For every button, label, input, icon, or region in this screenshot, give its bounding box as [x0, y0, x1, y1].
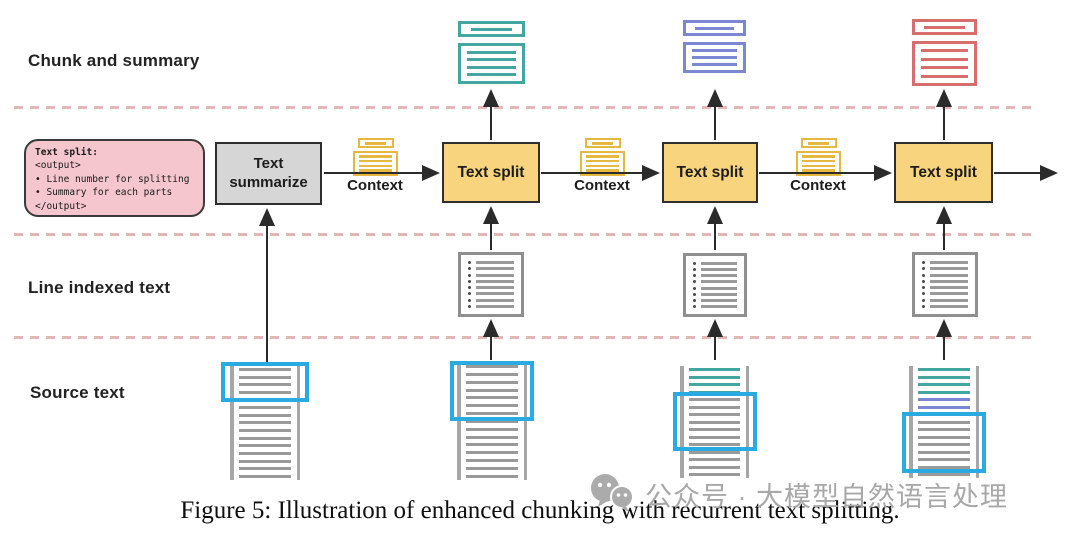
- dashed-separator-1: [14, 106, 1037, 109]
- wechat-icon: [591, 474, 634, 512]
- context-icon-title: [800, 138, 837, 148]
- watermark-text: 公众号 · 大模型自然语言处理: [645, 481, 1008, 512]
- chunk-title-bar: [683, 20, 746, 36]
- source-text-document-icon: [457, 363, 527, 480]
- chunk-title-bar: [912, 19, 977, 35]
- prompt-line: <output>: [35, 160, 81, 172]
- dashed-separator-2: [14, 233, 1037, 236]
- context-icon-body: [796, 151, 841, 176]
- figure-caption: Figure 5: Illustration of enhanced chunk…: [180, 497, 900, 524]
- text-summarize-box: Text summarize: [215, 142, 322, 205]
- context-icon-body: [353, 151, 398, 176]
- chunk-body: [458, 43, 525, 84]
- text-split-box-2: Text split: [662, 142, 758, 203]
- text-split-box-1: Text split: [442, 142, 540, 203]
- row-label-chunk-and-summary: Chunk and summary: [28, 51, 200, 70]
- blue-chunk-document-icon: [683, 20, 746, 73]
- chunk-highlight-box-2: [450, 361, 534, 421]
- source-doc-lines: [466, 365, 518, 478]
- chunk-title-bar: [458, 21, 525, 37]
- line-indexed-document-icon: [912, 252, 978, 317]
- line-indexed-document-icon: [458, 252, 524, 317]
- text-split-prompt-box: Text split: <output> • Line number for s…: [24, 139, 205, 217]
- prompt-line: • Line number for splitting: [35, 173, 190, 185]
- red-chunk-document-icon: [912, 19, 977, 86]
- context-icon-title: [584, 138, 621, 148]
- yellow-context-document-icon: [580, 138, 625, 176]
- yellow-context-document-icon: [353, 138, 398, 176]
- chunk-highlight-box-1: [221, 362, 309, 402]
- dashed-separator-3: [14, 336, 1037, 339]
- context-icon-body: [580, 151, 625, 176]
- prompt-line: • Summary for each parts: [35, 187, 173, 199]
- yellow-context-document-icon: [796, 138, 841, 176]
- chunk-highlight-box-4: [902, 412, 986, 473]
- line-indexed-document-icon: [683, 253, 747, 317]
- chunk-highlight-box-3: [673, 392, 757, 451]
- context-label-3: Context: [790, 177, 846, 194]
- row-label-line-indexed-text: Line indexed text: [28, 278, 171, 297]
- context-icon-title: [357, 138, 394, 148]
- source-doc-lines: [918, 368, 970, 476]
- source-text-document-icon: [909, 366, 979, 478]
- chunk-body: [912, 41, 977, 86]
- teal-chunk-document-icon: [458, 21, 525, 84]
- text-split-box-3: Text split: [894, 142, 993, 203]
- prompt-title: Text split:: [35, 147, 98, 158]
- context-label-2: Context: [574, 177, 630, 194]
- context-label-1: Context: [347, 177, 403, 194]
- watermark: 公众号 · 大模型自然语言处理: [590, 473, 1008, 515]
- row-label-source-text: Source text: [30, 383, 125, 402]
- prompt-line: </output>: [35, 200, 87, 212]
- chunk-body: [683, 42, 746, 73]
